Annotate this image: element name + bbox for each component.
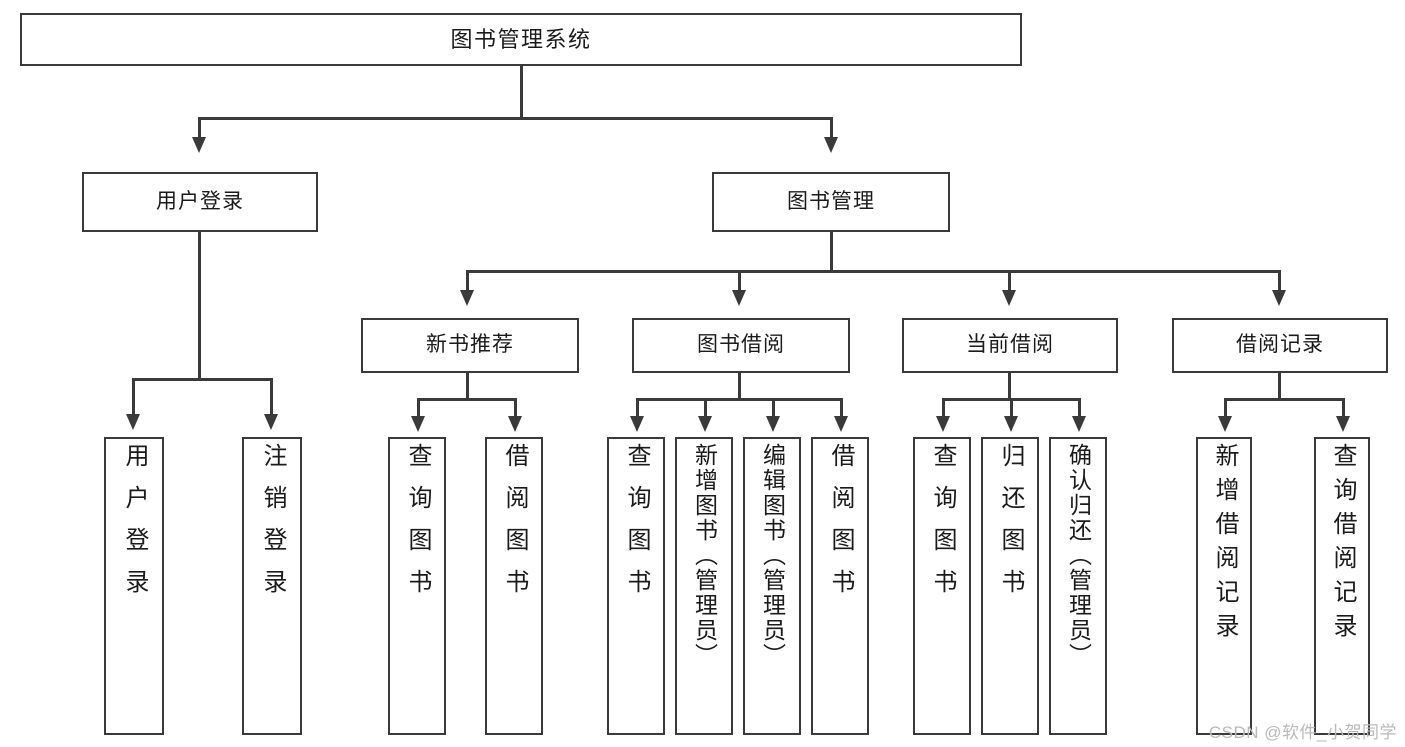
node-label: 新书推荐 [426,333,514,357]
leaf-confirm-return-admin[interactable]: 确认归还（管理员） [1049,437,1107,735]
node-label: 用户登录 [121,443,148,611]
connector-book-borrow-c2 [704,398,707,418]
node-label: 查询图书 [404,443,431,611]
connector-root-down [520,66,523,117]
leaf-add-book-admin[interactable]: 新增图书（管理员） [675,437,733,735]
leaf-borrow-book-newbook[interactable]: 借阅图书 [485,437,543,735]
connector-new-book-c2 [514,398,517,418]
node-label: 编辑图书（管理员） [759,443,786,668]
connector-to-user-login [198,117,201,139]
arrow-current-borrow-child-2 [1004,416,1018,432]
arrow-book-borrow-child-4 [834,416,848,432]
node-root-system[interactable]: 图书管理系统 [20,13,1022,66]
node-new-book-recommend[interactable]: 新书推荐 [361,318,579,373]
node-borrow-record[interactable]: 借阅记录 [1172,318,1388,373]
connector-user-login-down [198,232,201,380]
connector-to-book-mgmt [830,117,833,139]
node-label: 用户登录 [156,189,244,213]
node-current-borrow[interactable]: 当前借阅 [902,318,1118,373]
arrow-borrow-record-child-1 [1218,416,1232,432]
leaf-return-book[interactable]: 归还图书 [981,437,1039,735]
arrow-to-user-login [192,137,206,153]
leaf-borrow-book-borrow[interactable]: 借阅图书 [811,437,869,735]
node-label: 借阅图书 [501,443,528,611]
connector-borrow-record-c2 [1342,398,1345,418]
node-label: 确认归还（管理员） [1065,443,1092,668]
node-label: 查询图书 [929,443,956,611]
leaf-query-book-borrow[interactable]: 查询图书 [607,437,665,735]
leaf-query-book-current[interactable]: 查询图书 [913,437,971,735]
connector-current-borrow-down [1008,373,1011,400]
connector-book-borrow-c4 [840,398,843,418]
connector-borrow-record-c1 [1224,398,1227,418]
connector-book-borrow-c1 [636,398,639,418]
node-label: 查询借阅记录 [1329,443,1356,647]
node-book-management[interactable]: 图书管理 [712,172,950,232]
arrow-book-borrow-child-1 [630,416,644,432]
arrow-book-borrow-child-3 [766,416,780,432]
connector-user-login-bus [132,378,270,381]
connector-to-current-borrow [1008,270,1011,292]
node-label: 新增图书（管理员） [691,443,718,668]
leaf-query-book-newbook[interactable]: 查询图书 [388,437,446,735]
node-label: 图书借阅 [697,333,785,357]
connector-user-login-right [270,378,273,416]
node-label: 图书管理 [787,189,875,213]
connector-new-book-c1 [417,398,420,418]
connector-current-borrow-c1 [942,398,945,418]
node-label: 查询图书 [623,443,650,611]
leaf-user-login[interactable]: 用户登录 [104,437,164,735]
connector-new-book-down [466,373,469,400]
node-label: 借阅记录 [1236,333,1324,357]
node-label: 新增借阅记录 [1211,443,1238,647]
connector-level3-bus [466,270,1280,273]
node-label: 图书管理系统 [450,26,592,52]
connector-borrow-record-down [1278,373,1281,400]
connector-to-new-book [466,270,469,292]
node-label: 归还图书 [997,443,1024,611]
connector-book-borrow-c3 [772,398,775,418]
connector-new-book-bus [417,398,517,401]
arrow-user-login-child-1 [126,414,140,430]
node-label: 注销登录 [259,443,286,611]
arrow-to-new-book [460,290,474,306]
arrow-borrow-record-child-2 [1336,416,1350,432]
connector-book-borrow-bus [636,398,842,401]
arrow-to-book-mgmt [824,137,838,153]
connector-current-borrow-c2 [1010,398,1013,418]
watermark-text: CSDN @软件_小贺同学 [1208,723,1397,742]
connector-current-borrow-c3 [1078,398,1081,418]
connector-level2-bus [198,117,832,120]
leaf-logout-login[interactable]: 注销登录 [242,437,302,735]
connector-user-login-left [132,378,135,416]
arrow-current-borrow-child-1 [936,416,950,432]
leaf-edit-book-admin[interactable]: 编辑图书（管理员） [743,437,801,735]
arrow-current-borrow-child-3 [1072,416,1086,432]
arrow-to-book-borrow [732,290,746,306]
leaf-add-borrow-record[interactable]: 新增借阅记录 [1196,437,1252,735]
node-book-borrow[interactable]: 图书借阅 [632,318,850,373]
node-label: 当前借阅 [966,333,1054,357]
connector-to-book-borrow [738,270,741,292]
connector-borrow-record-bus [1224,398,1344,401]
node-user-login[interactable]: 用户登录 [82,172,318,232]
connector-book-borrow-down [738,373,741,400]
node-label: 借阅图书 [827,443,854,611]
connector-to-borrow-record [1278,270,1281,292]
arrow-new-book-child-2 [508,416,522,432]
arrow-to-current-borrow [1002,290,1016,306]
leaf-query-borrow-record[interactable]: 查询借阅记录 [1314,437,1370,735]
arrow-book-borrow-child-2 [698,416,712,432]
connector-book-mgmt-down [830,232,833,272]
arrow-user-login-child-2 [264,414,278,430]
arrow-to-borrow-record [1272,290,1286,306]
arrow-new-book-child-1 [411,416,425,432]
